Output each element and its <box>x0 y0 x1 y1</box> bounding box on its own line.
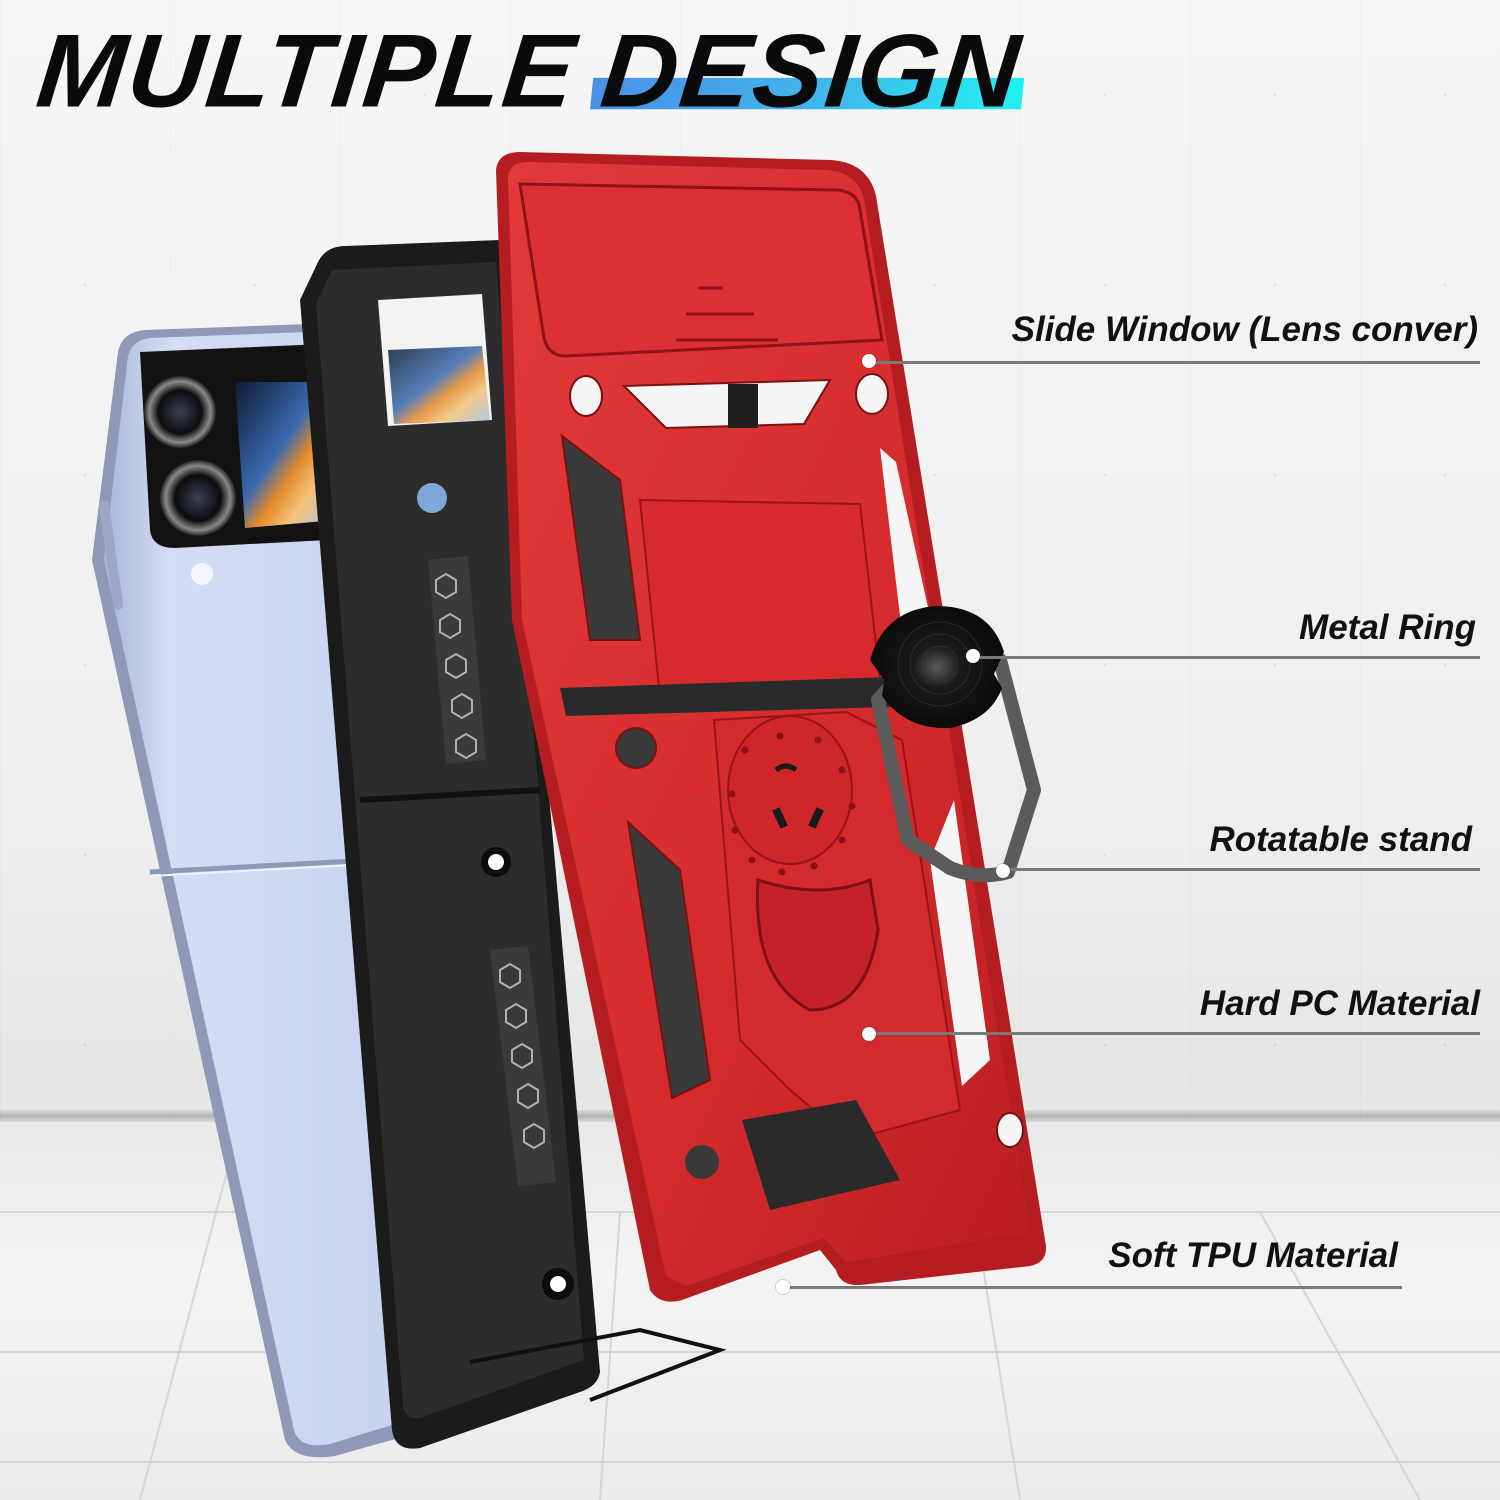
red-hard-pc-case <box>496 152 1046 1302</box>
camera-lens-icon <box>160 460 236 536</box>
callout-slide-window: Slide Window (Lens conver) <box>930 310 1478 350</box>
callout-metal-ring: Metal Ring <box>1100 608 1476 648</box>
callout-hard-pc-label: Hard PC Material <box>1199 984 1480 1023</box>
callout-slide-window-label: Slide Window (Lens conver) <box>1011 310 1478 349</box>
callout-hard-pc-dot <box>862 1027 876 1041</box>
callout-soft-tpu-line <box>790 1286 1402 1289</box>
title-word-design: DESIGN <box>596 13 1027 129</box>
slide-window-lens-cover <box>518 182 884 358</box>
callout-hard-pc: Hard PC Material <box>1100 984 1480 1024</box>
callout-slide-window-line <box>868 361 1480 364</box>
callout-rotatable-stand: Rotatable stand <box>1100 820 1472 860</box>
callout-rotatable-stand-line <box>1006 868 1480 871</box>
callout-slide-window-dot <box>862 354 876 368</box>
callout-soft-tpu-dot <box>776 1280 790 1294</box>
callout-metal-ring-label: Metal Ring <box>1299 608 1476 647</box>
callout-hard-pc-line <box>874 1032 1480 1035</box>
title-word-multiple: MULTIPLE <box>31 13 583 129</box>
callout-rotatable-stand-label: Rotatable stand <box>1209 820 1472 859</box>
callout-soft-tpu-label: Soft TPU Material <box>1108 1236 1398 1275</box>
callout-soft-tpu: Soft TPU Material <box>1000 1236 1398 1276</box>
callout-metal-ring-dot <box>966 649 980 663</box>
metal-ring-stand <box>870 606 1041 883</box>
camera-lens-icon <box>144 376 216 448</box>
callout-rotatable-stand-dot <box>996 864 1010 878</box>
callout-metal-ring-line <box>980 656 1480 659</box>
